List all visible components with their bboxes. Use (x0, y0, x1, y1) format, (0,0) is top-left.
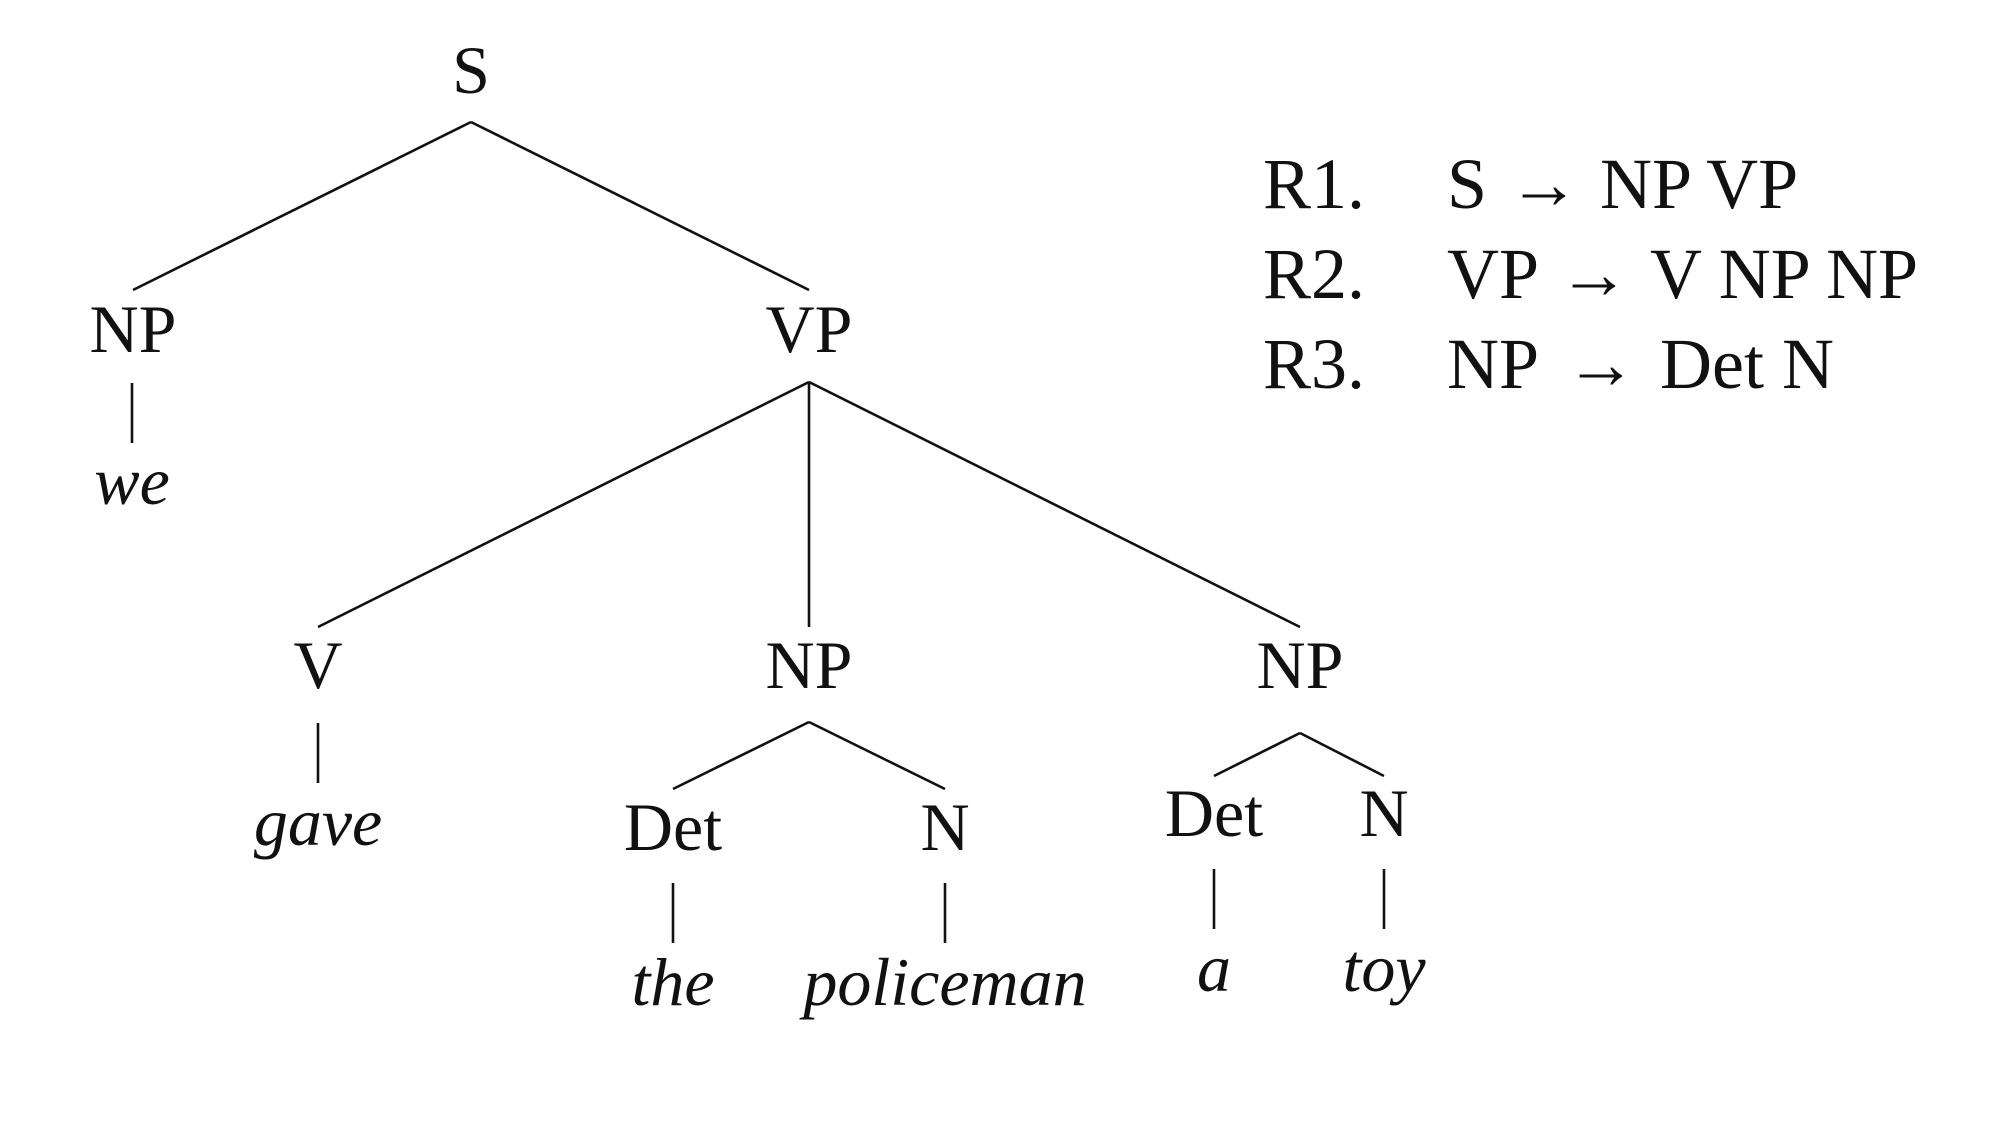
edge-s-vp (470, 120, 810, 292)
rule-id: R3. (1263, 324, 1365, 404)
edge-np-n-direct (1299, 731, 1385, 778)
word-policeman: policeman (799, 944, 1086, 1020)
node-n-indirect: N (920, 789, 969, 865)
word-a: a (1197, 930, 1231, 1006)
rule-arrow: → (1565, 324, 1637, 404)
node-v: V (293, 627, 342, 703)
word-gave: gave (254, 784, 382, 860)
edge-np-det-direct (1213, 731, 1301, 778)
node-s: S (452, 32, 490, 108)
rule-rhs: NP VP (1600, 144, 1798, 224)
rule-lhs: NP (1447, 324, 1539, 404)
tree-words: we gave the policeman a toy (94, 443, 1426, 1020)
node-n-direct: N (1359, 775, 1408, 851)
edge-vp-np-direct (808, 380, 1301, 629)
edge-np-n-indirect (808, 720, 946, 791)
edge-np-det-indirect (672, 720, 810, 791)
rule-id: R1. (1263, 144, 1365, 224)
rule-rhs: V NP NP (1650, 234, 1918, 314)
tree-edges (130, 120, 1386, 943)
rule-lhs: S (1447, 144, 1487, 224)
node-det-direct: Det (1165, 775, 1263, 851)
node-det-indirect: Det (624, 789, 722, 865)
word-we: we (94, 443, 170, 519)
word-the: the (631, 944, 714, 1020)
edge-s-np (132, 120, 472, 292)
word-toy: toy (1342, 930, 1426, 1006)
edge-vp-v (317, 380, 810, 629)
node-np-direct: NP (1257, 627, 1344, 703)
rule-lhs: VP (1447, 234, 1539, 314)
rule-r1: R1. S → NP VP (1263, 144, 1798, 224)
rule-r3: R3. NP → Det N (1263, 324, 1834, 404)
rule-id: R2. (1263, 234, 1365, 314)
rule-arrow: → (1508, 144, 1580, 224)
node-vp: VP (766, 291, 853, 367)
rule-arrow: → (1558, 234, 1630, 314)
rule-rhs: Det N (1660, 324, 1834, 404)
rule-r2: R2. VP → V NP NP (1263, 234, 1918, 314)
node-np-indirect: NP (766, 627, 853, 703)
grammar-rules: R1. S → NP VP R2. VP → V NP NP R3. NP → … (1263, 144, 1918, 404)
tree-nodes: S NP VP V NP NP Det N Det N (90, 32, 1409, 865)
node-np-subject: NP (90, 291, 177, 367)
